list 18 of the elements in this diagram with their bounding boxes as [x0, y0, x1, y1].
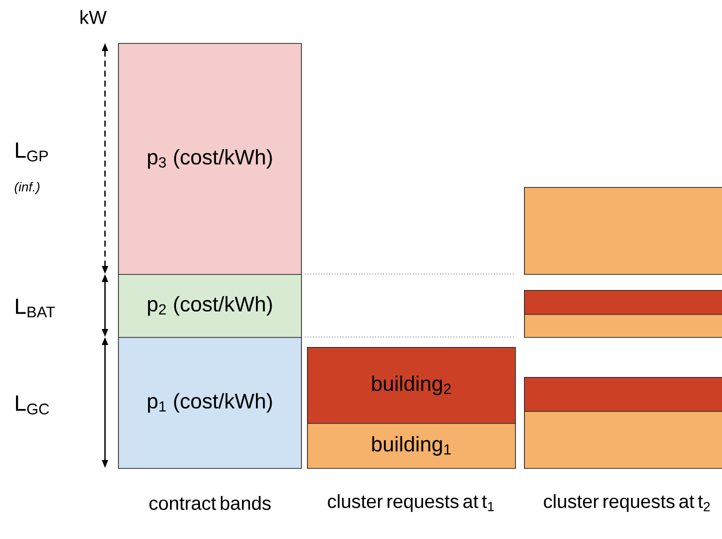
band-limit-label: L$_{BAT}$	[16, 298, 55, 318]
band-limit-label: L$_{GP}$	[16, 142, 48, 162]
column-caption: cluster requests at t$_{2}$	[544, 494, 710, 512]
axis-unit: kW	[80, 10, 107, 24]
contract-band: p$_{2}$ (cost/kWh)	[118, 274, 302, 338]
contract-band: p$_{1}$ (cost/kWh)	[118, 337, 302, 469]
band-limit-note: (inf.)	[14, 182, 40, 194]
request-block	[524, 377, 722, 412]
band-limit-label: L$_{GC}$	[16, 396, 49, 414]
request-block	[524, 290, 722, 315]
request-block	[524, 411, 722, 469]
request-block	[524, 314, 722, 338]
contract-band: p$_{3}$ (cost/kWh)	[118, 43, 302, 275]
request-block: building$_{2}$	[307, 347, 516, 424]
request-block: building$_{1}$	[307, 423, 516, 469]
column-caption: contract bands	[149, 496, 271, 510]
request-block	[524, 187, 722, 275]
column-caption: cluster requests at t$_{1}$	[328, 494, 494, 512]
